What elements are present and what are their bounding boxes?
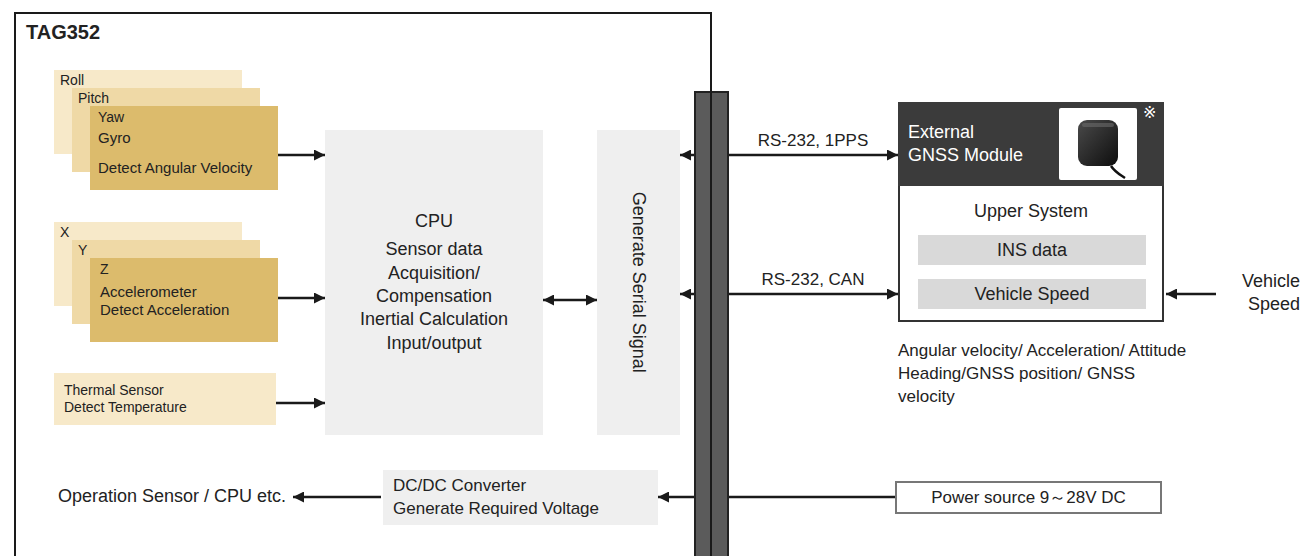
signal-arrow — [543, 299, 597, 302]
node-text: X — [60, 224, 69, 242]
gyro-card: YawGyroDetect Angular Velocity — [90, 106, 278, 190]
input-label: Vehicle Speed — [1215, 270, 1300, 315]
node-text: Detect Angular Velocity — [98, 159, 252, 178]
signal-arrow — [278, 297, 325, 300]
dcdc-box: DC/DC Converter Generate Required Voltag… — [383, 470, 658, 525]
node-text: Upper System — [974, 200, 1088, 223]
accel-card: Z Accelerometer Detect Acceleration — [90, 258, 278, 342]
device-housing: TAG352RollPitchYawGyroDetect Angular Vel… — [14, 12, 712, 556]
node-text: Accelerometer Detect Acceleration — [100, 283, 237, 321]
node-text: Gyro — [98, 129, 131, 148]
cpu-box: CPU Sensor data Acquisition/ Compensation… — [325, 130, 543, 435]
gnss-header-band: External GNSS Module — [898, 102, 1164, 186]
data-box: INS data — [918, 235, 1146, 265]
node-text: TAG352 — [26, 20, 100, 45]
power-out-arrow — [293, 496, 381, 499]
node-text: Generate Serial Signal — [627, 192, 650, 373]
output-description: Angular velocity/ Acceleration/ Attitude… — [898, 340, 1188, 409]
note-mark: ※ — [1143, 103, 1156, 123]
upper-system-box: Upper System External GNSS ModuleINS data… — [898, 102, 1164, 322]
node-text: Sensor data Acquisition/ Compensation In… — [354, 238, 514, 355]
thermal-box: Thermal Sensor Detect Temperature — [54, 373, 276, 425]
node-text: CPU — [415, 210, 453, 233]
gnss-module-picture — [1059, 108, 1137, 180]
signal-label: RS-232, CAN — [759, 270, 868, 290]
node-text: Pitch — [78, 90, 109, 108]
node-text: Power source 9～28V DC — [931, 487, 1126, 508]
signal-arrow — [680, 154, 898, 157]
node-text: Roll — [60, 72, 84, 90]
node-text: DC/DC Converter Generate Required Voltag… — [393, 475, 633, 519]
node-text: Z — [100, 261, 109, 279]
data-box: Vehicle Speed — [918, 279, 1146, 309]
output-label: Operation Sensor / CPU etc. — [20, 485, 286, 508]
signal-arrow — [680, 293, 898, 296]
node-text: INS data — [997, 239, 1067, 262]
signal-arrow — [276, 402, 325, 405]
power-box: Power source 9～28V DC — [895, 481, 1162, 514]
signal-arrow — [658, 496, 895, 499]
node-text: Yaw — [98, 109, 124, 127]
node-text: Vehicle Speed — [974, 283, 1089, 306]
input-arrow — [1166, 293, 1216, 296]
signal-label: RS-232, 1PPS — [755, 131, 872, 151]
signal-arrow — [278, 154, 325, 157]
serial-box: Generate Serial Signal — [597, 130, 680, 435]
node-text: Y — [78, 242, 87, 260]
node-text: Thermal Sensor Detect Temperature — [64, 382, 194, 417]
node-text: External GNSS Module — [908, 121, 1027, 168]
